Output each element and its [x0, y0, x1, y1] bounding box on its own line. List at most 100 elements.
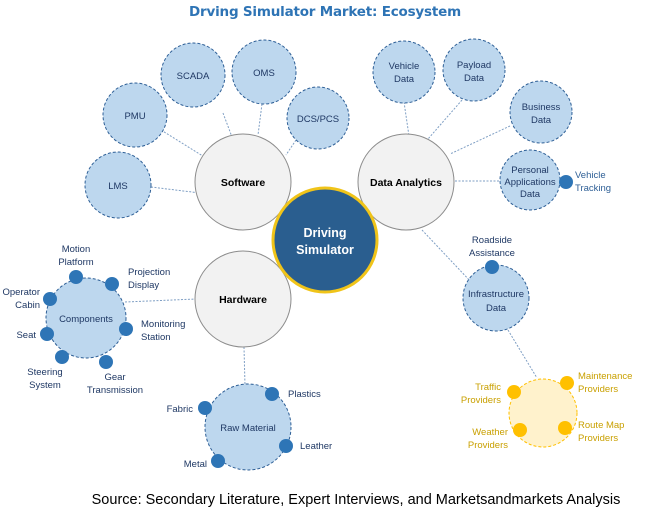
- node-business-data-line2: Data: [531, 115, 552, 126]
- node-raw-material-label: Raw Material: [220, 423, 275, 434]
- connector-software-dcs: [285, 139, 297, 156]
- node-lms[interactable]: [84, 151, 152, 219]
- raw-material-group: Raw Material Fabric Plastics Leather Met…: [167, 383, 332, 471]
- hub-software-label: Software: [221, 177, 266, 189]
- route-map-providers-line2: Providers: [578, 433, 618, 444]
- node-lms-label: LMS: [108, 181, 128, 192]
- node-dcs-pcs-label: DCS/PCS: [297, 114, 339, 125]
- node-personal-line2: Applications: [504, 177, 555, 188]
- node-infrastructure-line1: Infrastructure: [468, 289, 524, 300]
- connector-da-infrastructure: [421, 229, 473, 284]
- node-oms-label: OMS: [253, 68, 275, 79]
- node-business-data[interactable]: [509, 80, 573, 144]
- monitoring-station-dot[interactable]: [119, 322, 133, 336]
- weather-providers-line2: Providers: [468, 440, 508, 451]
- connectors: [124, 99, 538, 387]
- weather-providers-line1: Weather: [472, 427, 508, 438]
- monitoring-station-line1: Monitoring: [141, 319, 185, 330]
- operator-cabin-line1: Operator: [3, 287, 41, 298]
- node-components-label: Components: [59, 314, 113, 325]
- gear-transmission-line1: Gear: [104, 372, 125, 383]
- roadside-line1: Roadside: [472, 235, 512, 246]
- node-business-data-line1: Business: [522, 102, 561, 113]
- roadside-assistance-dot[interactable]: [485, 260, 499, 274]
- motion-platform-line2: Platform: [58, 257, 93, 268]
- source-caption: Source: Secondary Literature, Expert Int…: [91, 492, 621, 508]
- seat-dot[interactable]: [40, 327, 54, 341]
- connector-software-lms: [150, 186, 201, 194]
- vehicle-tracking-line1: Vehicle: [575, 170, 606, 181]
- metal-dot[interactable]: [211, 454, 225, 468]
- node-infrastructure-line2: Data: [486, 303, 507, 314]
- gear-transmission-line2: Transmission: [87, 385, 143, 396]
- node-personal-line1: Personal: [511, 165, 549, 176]
- projection-display-dot[interactable]: [105, 277, 119, 291]
- operator-cabin-line2: Cabin: [15, 300, 40, 311]
- node-vehicle-data-line2: Data: [394, 74, 415, 85]
- node-payload-data-line2: Data: [464, 73, 485, 84]
- monitoring-station-line2: Station: [141, 332, 171, 343]
- connector-da-vehicle: [403, 101, 410, 137]
- node-pmu-label: PMU: [124, 111, 145, 122]
- vehicle-tracking-line2: Tracking: [575, 183, 611, 194]
- route-map-providers-line1: Route Map: [578, 420, 624, 431]
- fabric-label: Fabric: [167, 404, 194, 415]
- maintenance-providers-line1: Maintenance: [578, 371, 632, 382]
- node-components[interactable]: [45, 277, 127, 359]
- steering-system-line1: Steering: [27, 367, 62, 378]
- infrastructure-group: Infrastructure Data Roadside Assistance …: [461, 235, 633, 451]
- node-oms[interactable]: [231, 39, 297, 105]
- hub-software[interactable]: [194, 133, 292, 231]
- seat-label: Seat: [16, 330, 36, 341]
- projection-display-line1: Projection: [128, 267, 170, 278]
- connector-software-scada: [222, 112, 233, 138]
- metal-label: Metal: [184, 459, 207, 470]
- connector-da-business: [449, 125, 511, 155]
- hub-data-analytics-label: Data Analytics: [370, 177, 442, 189]
- connector-software-pmu: [160, 129, 207, 159]
- hubs: Software Data Analytics Hardware: [194, 133, 455, 348]
- diagram-title: Drving Simulator Market: Ecosystem: [189, 4, 461, 20]
- node-payload-data-line1: Payload: [457, 60, 491, 71]
- route-map-providers-dot[interactable]: [558, 421, 572, 435]
- connector-hw-raw: [243, 346, 246, 387]
- node-raw-material[interactable]: [204, 383, 292, 471]
- traffic-providers-line2: Providers: [461, 395, 501, 406]
- data-analytics-children: Vehicle Data Payload Data Business Data …: [372, 38, 611, 211]
- weather-providers-dot[interactable]: [513, 423, 527, 437]
- connector-software-oms: [257, 103, 263, 136]
- node-dcs-pcs[interactable]: [286, 86, 350, 150]
- vehicle-tracking-dot[interactable]: [559, 175, 573, 189]
- gear-transmission-dot[interactable]: [99, 355, 113, 369]
- fabric-dot[interactable]: [198, 401, 212, 415]
- steering-system-line2: System: [29, 380, 61, 391]
- steering-system-dot[interactable]: [55, 350, 69, 364]
- center-line1: Driving: [303, 226, 346, 240]
- maintenance-providers-dot[interactable]: [560, 376, 574, 390]
- hub-data-analytics[interactable]: [357, 133, 455, 231]
- hub-hardware-label: Hardware: [219, 294, 267, 306]
- software-children: LMS PMU SCADA OMS DCS/PCS: [84, 39, 350, 219]
- center-line2: Simulator: [296, 243, 354, 257]
- leather-dot[interactable]: [279, 439, 293, 453]
- operator-cabin-dot[interactable]: [43, 292, 57, 306]
- projection-display-line2: Display: [128, 280, 159, 291]
- traffic-providers-line1: Traffic: [475, 382, 501, 393]
- node-personal-line3: Data: [520, 189, 541, 200]
- components-group: Components Motion Platform Projection Di…: [3, 244, 186, 396]
- plastics-dot[interactable]: [265, 387, 279, 401]
- leather-label: Leather: [300, 441, 332, 452]
- node-vehicle-data-line1: Vehicle: [389, 61, 420, 72]
- node-payload-data[interactable]: [442, 38, 506, 102]
- center-driving-simulator[interactable]: [271, 186, 379, 294]
- node-scada[interactable]: [160, 42, 226, 108]
- motion-platform-dot[interactable]: [69, 270, 83, 284]
- connector-hw-components: [124, 298, 197, 303]
- center-node: Driving Simulator: [271, 186, 379, 294]
- connector-infra-providers: [507, 329, 538, 379]
- motion-platform-line1: Motion: [62, 244, 91, 255]
- hub-hardware[interactable]: [194, 250, 292, 348]
- node-vehicle-data[interactable]: [372, 40, 436, 104]
- node-pmu[interactable]: [102, 82, 168, 148]
- traffic-providers-dot[interactable]: [507, 385, 521, 399]
